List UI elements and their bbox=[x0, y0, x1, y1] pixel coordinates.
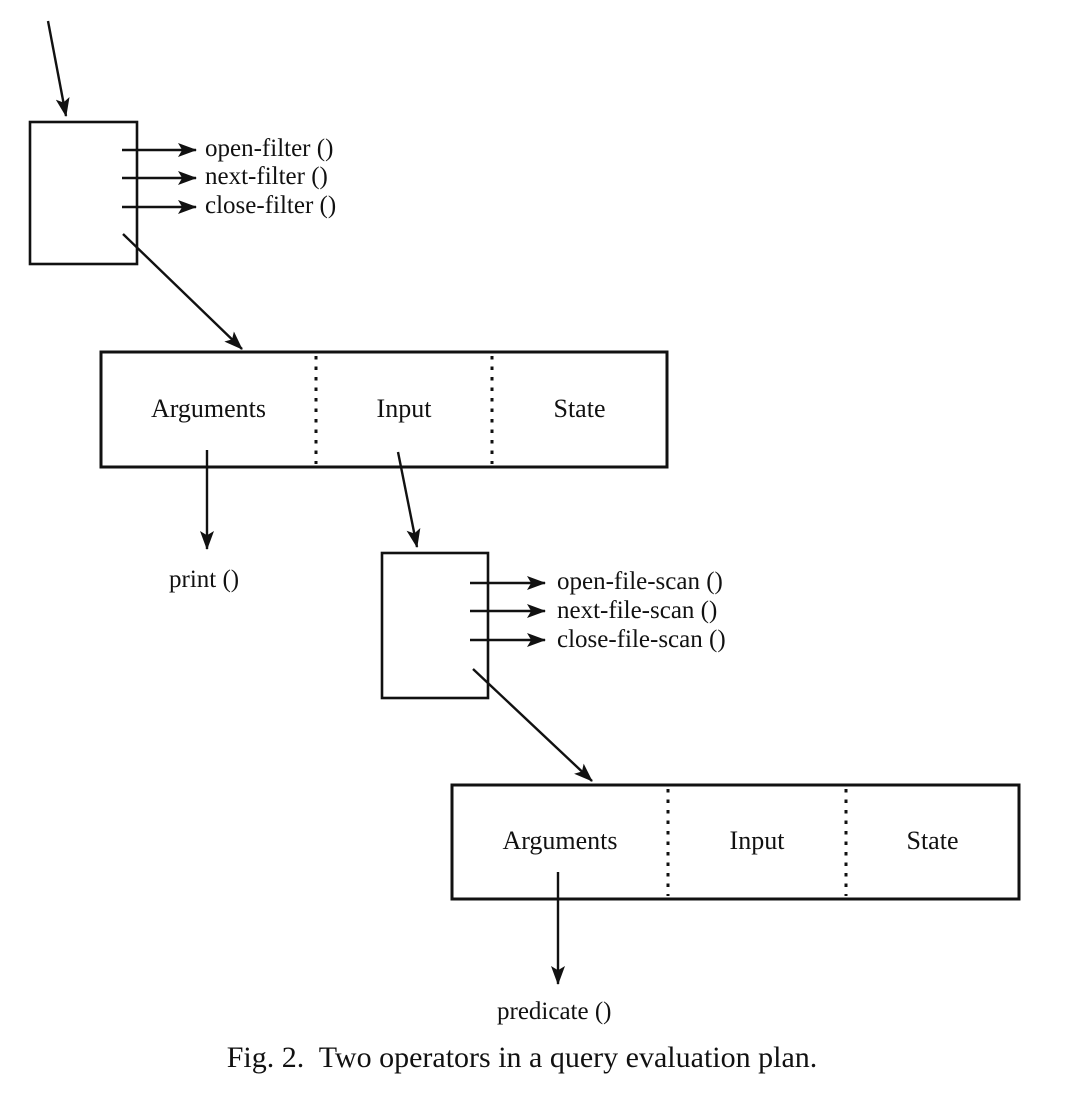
record2-field-state: State bbox=[906, 826, 959, 855]
record2-field-input: Input bbox=[729, 826, 785, 855]
label-close-file-scan: close-file-scan () bbox=[557, 626, 726, 653]
label-next-filter: next-filter () bbox=[205, 163, 328, 190]
record-box-2 bbox=[450, 783, 1021, 901]
label-open-filter: open-filter () bbox=[205, 135, 334, 162]
record1-field-input: Input bbox=[376, 394, 432, 423]
record1-field-state: State bbox=[553, 394, 606, 423]
figure-caption: Fig. 2. Two operators in a query evaluat… bbox=[226, 1041, 818, 1074]
label-print: print () bbox=[169, 566, 240, 593]
incoming-arrow bbox=[46, 20, 70, 117]
operator-box-file-scan bbox=[380, 551, 490, 700]
label-open-file-scan: open-file-scan () bbox=[557, 568, 723, 595]
label-close-filter: close-filter () bbox=[205, 192, 337, 219]
label-next-file-scan: next-file-scan () bbox=[557, 597, 718, 624]
record1-field-arguments: Arguments bbox=[150, 394, 267, 423]
arrow-input-to-file-scan bbox=[396, 451, 421, 548]
label-predicate: predicate () bbox=[497, 998, 612, 1025]
arrow-file-scan-to-record bbox=[472, 668, 593, 782]
record2-field-arguments: Arguments bbox=[502, 826, 618, 855]
arrow-filter-to-record bbox=[122, 233, 243, 350]
operator-box-filter bbox=[28, 120, 139, 266]
record-box-1 bbox=[99, 350, 669, 469]
